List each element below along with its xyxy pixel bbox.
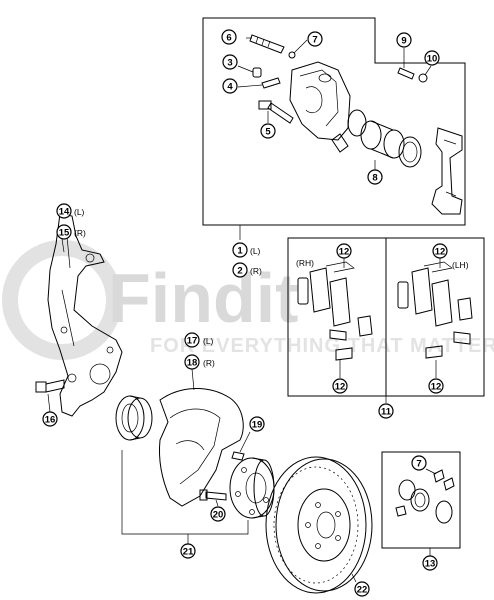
svg-text:(L): (L)	[250, 246, 261, 256]
callout-8: 8	[367, 169, 383, 185]
svg-text:6: 6	[226, 33, 231, 44]
svg-text:3: 3	[227, 58, 232, 69]
svg-text:(L): (L)	[74, 207, 85, 217]
callout-19: 19	[249, 416, 265, 432]
svg-text:13: 13	[425, 559, 436, 570]
callout-12-lh-top: 12	[432, 243, 448, 259]
callout-15: 15 (R)	[56, 224, 86, 240]
svg-text:7: 7	[416, 459, 421, 470]
seal-kit-panel	[381, 451, 461, 549]
panel-label-lh: (LH)	[452, 260, 469, 270]
svg-text:(L): (L)	[203, 336, 214, 346]
seal-kit-parts	[395, 469, 455, 524]
svg-text:20: 20	[213, 510, 224, 521]
callout-layer: 1 (L) 2 (R) 3 4 5 6 7 8	[42, 29, 448, 597]
svg-text:(R): (R)	[203, 358, 215, 368]
caliper-piston	[360, 120, 405, 159]
brake-pads-lh	[397, 261, 473, 359]
piston-seal	[347, 109, 367, 137]
svg-text:11: 11	[381, 407, 392, 418]
svg-text:21: 21	[183, 547, 194, 558]
caliper-housing	[289, 61, 351, 153]
callout-10: 10	[424, 50, 440, 66]
callout-17: 17 (L)	[184, 332, 214, 348]
svg-text:2: 2	[237, 266, 242, 277]
callout-13: 13	[422, 555, 438, 571]
bracket-washer	[418, 73, 428, 83]
bleeder-screw	[249, 34, 285, 54]
svg-text:19: 19	[252, 420, 263, 431]
caliper-assembly-frame	[202, 17, 466, 226]
svg-text:15: 15	[59, 228, 70, 239]
bracket-bolt	[397, 67, 415, 80]
pad-set-panel-lh	[385, 237, 485, 397]
svg-text:17: 17	[187, 336, 198, 347]
svg-text:10: 10	[427, 54, 438, 65]
callout-21: 21	[180, 543, 196, 559]
svg-text:8: 8	[372, 173, 377, 184]
bleeder-cap	[288, 51, 296, 59]
svg-text:(R): (R)	[74, 228, 86, 238]
hub-bolt	[199, 489, 227, 501]
svg-text:16: 16	[45, 415, 56, 426]
callout-7: 7	[307, 31, 323, 47]
callout-4: 4	[222, 78, 238, 94]
dust-cap	[252, 67, 262, 78]
knuckle-bolt	[35, 379, 65, 393]
bracket-21	[121, 450, 249, 535]
watermark-logo-ring	[2, 240, 122, 360]
hub-bearing	[115, 395, 153, 441]
callout-18: 18 (R)	[184, 354, 215, 370]
svg-text:(R): (R)	[250, 266, 262, 276]
watermark-logo-text: Findit	[108, 259, 298, 337]
callout-16: 16	[42, 411, 58, 427]
guide-pin-bolt	[258, 100, 294, 124]
callout-20: 20	[210, 506, 226, 522]
callout-2: 2 (R)	[232, 262, 262, 278]
callout-7-seal-kit: 7	[411, 455, 427, 471]
callout-6: 6	[221, 29, 237, 45]
svg-text:12: 12	[431, 382, 442, 393]
svg-text:18: 18	[187, 358, 198, 369]
svg-text:12: 12	[335, 382, 346, 393]
watermark: Findit FOR EVERYTHING THAT MATTERS	[2, 240, 494, 360]
svg-text:4: 4	[227, 82, 233, 93]
callout-14: 14 (L)	[56, 203, 85, 219]
watermark-tagline: FOR EVERYTHING THAT MATTERS	[150, 335, 494, 357]
callout-12-rh-top: 12	[336, 243, 352, 259]
panel-label-rh: (RH)	[296, 258, 314, 268]
svg-text:12: 12	[339, 247, 350, 258]
dust-shield	[159, 387, 244, 507]
callout-12-rh-bottom: 12	[332, 378, 348, 394]
dust-boot	[398, 136, 422, 168]
svg-text:9: 9	[401, 36, 406, 47]
svg-text:14: 14	[59, 207, 70, 218]
svg-text:12: 12	[435, 247, 446, 258]
svg-text:22: 22	[357, 585, 368, 596]
callout-3: 3	[222, 54, 238, 70]
callout-22: 22	[354, 581, 370, 597]
svg-text:7: 7	[312, 35, 317, 46]
callout-9: 9	[396, 32, 412, 48]
brake-pads-rh	[297, 261, 373, 361]
svg-text:1: 1	[237, 246, 243, 257]
caliper-bracket	[431, 127, 463, 215]
callout-12-lh-bottom: 12	[428, 378, 444, 394]
brake-rotor	[265, 456, 373, 594]
wheel-stud	[231, 451, 245, 461]
guide-pin-small	[261, 77, 281, 89]
svg-text:5: 5	[265, 127, 271, 138]
callout-11: 11	[378, 403, 394, 419]
callout-5: 5	[260, 123, 276, 139]
callout-1: 1 (L)	[232, 242, 261, 258]
